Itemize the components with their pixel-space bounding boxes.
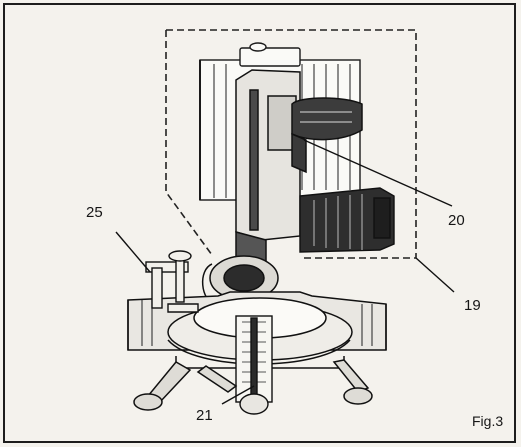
callout-25: 25 — [86, 204, 103, 221]
figure-label: Fig.3 — [472, 413, 504, 429]
motor — [299, 187, 395, 253]
leader-25 — [115, 231, 151, 273]
leader-19 — [415, 257, 455, 293]
clamp-assembly — [145, 250, 199, 313]
leader-21 — [221, 385, 255, 405]
callout-20: 20 — [448, 212, 465, 229]
leader-20 — [303, 139, 453, 207]
detail-boundary-dashed — [165, 29, 417, 259]
base-legs — [133, 359, 373, 411]
leader-lines — [115, 139, 455, 405]
callout-19: 19 — [464, 297, 481, 314]
figure-frame — [3, 3, 516, 443]
miter-handle — [235, 315, 273, 415]
callout-21: 21 — [196, 407, 213, 424]
